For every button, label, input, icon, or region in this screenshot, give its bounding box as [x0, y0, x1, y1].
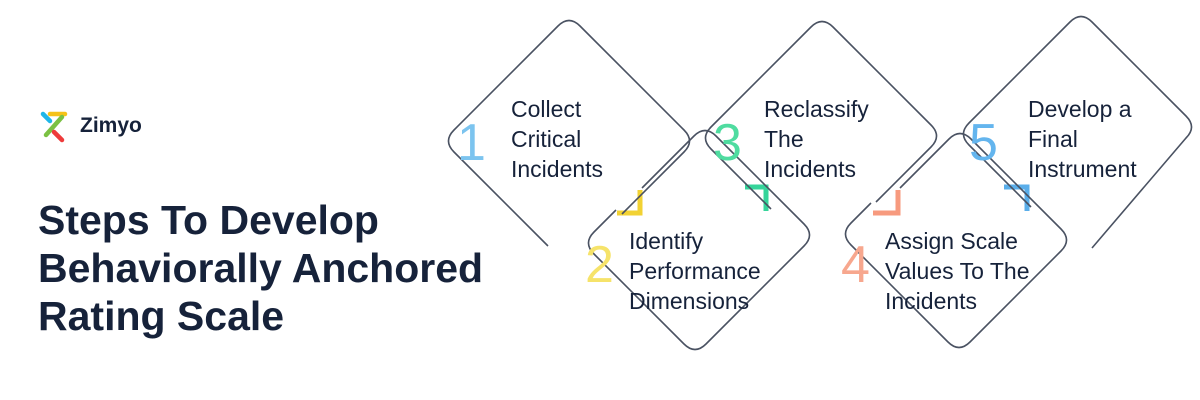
connector-3-4 — [873, 190, 901, 216]
step-2-number: 2 — [585, 236, 614, 294]
step-2-line-1: Identify — [629, 228, 704, 254]
brand-name: Zimyo — [80, 114, 142, 137]
title-line-1: Steps To Develop — [38, 197, 379, 243]
step-3-line-2: The — [764, 126, 804, 152]
step-5-line-3: Instrument — [1028, 156, 1137, 182]
step-4-line-3: Incidents — [885, 288, 977, 314]
diamond-step-5 — [962, 15, 1193, 249]
step-1-line-1: Collect — [511, 96, 582, 122]
step-4-number: 4 — [841, 236, 870, 294]
brand-logo: Zimyo — [38, 108, 142, 144]
step-5-line-1: Develop a — [1028, 96, 1132, 122]
diamond-step-3 — [704, 20, 938, 210]
diamond-step-1 — [447, 19, 691, 247]
step-5-line-2: Final — [1028, 126, 1078, 152]
step-3-line-3: Incidents — [764, 156, 856, 182]
step-3-number: 3 — [713, 114, 742, 172]
step-5-number: 5 — [969, 114, 998, 172]
diamond-step-2 — [587, 129, 811, 351]
step-1-line-2: Critical — [511, 126, 581, 152]
connector-1-2 — [617, 190, 643, 216]
title-line-2: Behaviorally Anchored — [38, 245, 484, 291]
zimyo-logo-icon — [40, 111, 68, 143]
step-1-line-3: Incidents — [511, 156, 603, 182]
connector-2-3 — [745, 184, 769, 211]
title-line-3: Rating Scale — [38, 293, 285, 339]
step-2-line-3: Dimensions — [629, 288, 749, 314]
step-4-line-1: Assign Scale — [885, 228, 1018, 254]
step-3-line-1: Reclassify — [764, 96, 869, 122]
step-2-line-2: Performance — [629, 258, 761, 284]
step-4-line-2: Values To The — [885, 258, 1030, 284]
step-1-number: 1 — [457, 114, 486, 172]
page-title: Steps To Develop Behaviorally Anchored R… — [38, 196, 558, 340]
